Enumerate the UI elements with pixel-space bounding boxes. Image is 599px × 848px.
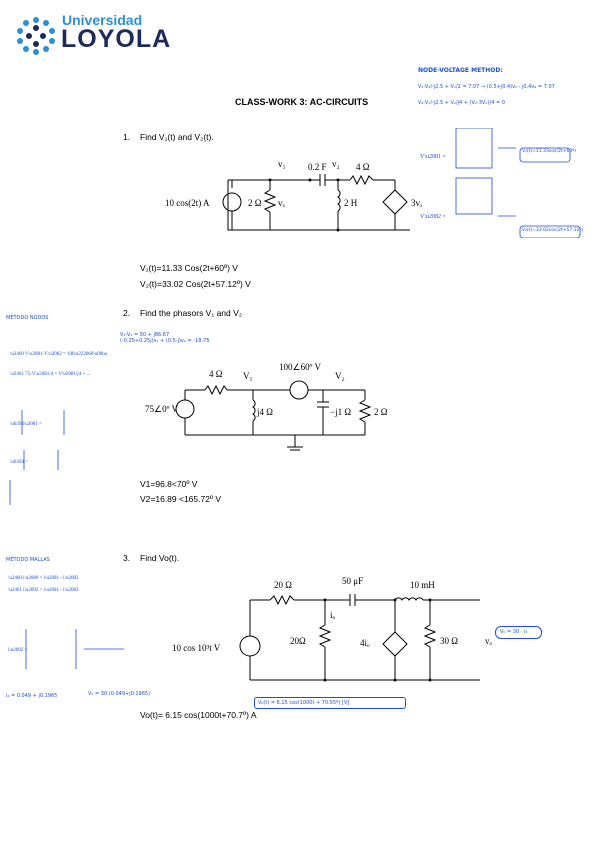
q1-vx-label: vₓ bbox=[278, 198, 286, 208]
q3-l-label: 10 mH bbox=[410, 580, 435, 590]
q3-vo-note: V₀ = 30 · i₃ bbox=[495, 626, 542, 639]
q2-eq2: (-0.25+0.25j)v₁ + (0.5-j)v₂ = -18.75 bbox=[120, 338, 210, 344]
svg-text:i\u2082 =: i\u2082 = bbox=[8, 648, 28, 653]
q3-r1-label: 20 Ω bbox=[274, 580, 292, 590]
q2-method-title: MÉTODO NODOS bbox=[6, 315, 49, 321]
q1-number: 1. bbox=[123, 132, 131, 142]
q3-c-label: 50 μF bbox=[342, 576, 363, 586]
q3-i2: i₂ = 0.049 + j0.1965 bbox=[6, 693, 58, 699]
q3-method-title: MÉTODO MALLAS bbox=[6, 557, 50, 563]
q3-vo-note-text: V₀ = 30 · i₃ bbox=[500, 629, 528, 635]
q3-number: 3. bbox=[123, 553, 131, 563]
q2-v2-label: V₂ bbox=[335, 371, 345, 381]
nv-eq1: V₁-V₂/-j2.5 + V₁/2 = 7.07 → (0.5+j0.4)v₁… bbox=[418, 84, 555, 90]
svg-text:V\u2081 =: V\u2081 = bbox=[420, 154, 447, 160]
q2-r1-label: 4 Ω bbox=[209, 369, 223, 379]
q1-v1-label: v₁ bbox=[278, 159, 286, 169]
q2-zl-label: j4 Ω bbox=[256, 407, 273, 417]
q2-answer1: V1=96.8<70º V bbox=[140, 479, 198, 489]
q1-answer2: V₂(t)=33.02 Cos(2t+57.12º) V bbox=[140, 279, 251, 289]
q2-eq-notes: V₁-V₂ = 50 + j86.67 (-0.25+0.25j)v₁ + (0… bbox=[120, 332, 270, 344]
q1-dep-label: 3vₓ bbox=[411, 198, 422, 208]
q1-l-label: 2 H bbox=[344, 198, 358, 208]
q3-box-text: V₀(t) = 6.15 cos(1000t + 70.55º) [V] bbox=[258, 700, 350, 706]
page-title: CLASS-WORK 3: AC-CIRCUITS bbox=[235, 97, 369, 107]
nv-v1-result: V₁(t)=11.33cos(2t+60º) bbox=[522, 149, 577, 154]
q2-zc-label: −j1 Ω bbox=[330, 407, 351, 417]
q2-v1-label: V₁ bbox=[243, 371, 253, 381]
q1-v2-label: v₂ bbox=[332, 159, 340, 169]
q2-eq1: V₁-V₂ = 50 + j86.67 bbox=[120, 332, 170, 338]
q3-vo-label: vₒ bbox=[485, 636, 493, 646]
logo-line1: Universidad bbox=[62, 12, 143, 28]
q3-vo-calc: V₀ = 30·(0.049+j0.1965) bbox=[88, 691, 151, 697]
q1-circuit: 10 cos(2t) A 0.2 F 4 Ω 2 Ω 2 H 3vₓ v₁ v₂… bbox=[165, 159, 422, 232]
svg-text:\u2460 i\u2080 = i\u2081 - i\u: \u2460 i\u2080 = i\u2081 - i\u2082 bbox=[8, 576, 79, 581]
svg-text:V\u2082 =: V\u2082 = bbox=[420, 214, 447, 220]
q3-r2-label: 20Ω bbox=[290, 636, 306, 646]
q3-dep-label: 4iₒ bbox=[360, 638, 370, 648]
logo-emblem-icon bbox=[17, 17, 55, 55]
q3-circuit: 20 Ω 50 μF 10 mH 20Ω 4iₒ 30 Ω iₒ vₒ bbox=[239, 576, 493, 682]
q1-r2-label: 4 Ω bbox=[356, 162, 370, 172]
q2-vsrc-label: 100∠60º V bbox=[279, 362, 321, 372]
q3-answer: Vo(t)= 6.15 cos(1000t+70.7º) A bbox=[140, 710, 257, 720]
q1-c-label: 0.2 F bbox=[308, 162, 327, 172]
q2-question: Find the phasors V₁ and V₂ bbox=[140, 308, 243, 318]
q3-r3-label: 30 Ω bbox=[440, 636, 458, 646]
svg-text:\u2461 75-V\u2081/4 = V\u2081/: \u2461 75-V\u2081/4 = V\u2081/j4 + ... bbox=[10, 372, 90, 377]
q3-question: Find Vo(t). bbox=[140, 553, 180, 563]
q1-question: Find V₁(t) and V₂(t). bbox=[140, 132, 214, 142]
q2-number: 2. bbox=[123, 308, 131, 318]
svg-text:\u0394 =: \u0394 = bbox=[10, 460, 28, 465]
q2-r2-label: 2 Ω bbox=[374, 407, 388, 417]
q2-src-label: 75∠0º V bbox=[145, 404, 178, 414]
logo-line2: LOYOLA bbox=[61, 25, 172, 53]
q1-src-label: 10 cos(2t) A bbox=[165, 198, 210, 208]
q3-io-label: iₒ bbox=[330, 610, 336, 620]
svg-text:\u2460 V\u2081-V\u2082 = 100\u: \u2460 V\u2081-V\u2082 = 100\u222060\u00… bbox=[10, 352, 108, 357]
q3-result-box: V₀(t) = 6.15 cos(1000t + 70.55º) [V] bbox=[254, 697, 406, 709]
q2-answer2: V2=16.89 <165.72º V bbox=[140, 494, 222, 504]
university-logo: Universidad LOYOLA bbox=[14, 10, 184, 62]
svg-text:\u0394\u2081 =: \u0394\u2081 = bbox=[10, 422, 42, 427]
q2-circuit: 75∠0º V 4 Ω 100∠60º V j4 Ω −j1 Ω 2 Ω V₁ … bbox=[145, 362, 388, 451]
nv-v2-result: V₂(t)=33.02cos(2t+57.12º) bbox=[522, 228, 584, 233]
q1-r1-label: 2 Ω bbox=[248, 198, 262, 208]
q3-notes: MÉTODO MALLAS \u2460 i\u2080 = i\u2081 -… bbox=[6, 557, 156, 707]
node-voltage-notes: NODE-VOLTAGE METHOD: V₁-V₂/-j2.5 + V₁/2 … bbox=[418, 68, 596, 248]
svg-text:\u2461 i\u2092 = i\u2081 - i\u: \u2461 i\u2092 = i\u2081 - i\u2082 bbox=[8, 588, 79, 593]
nv-title: NODE-VOLTAGE METHOD: bbox=[418, 67, 503, 74]
nv-eq2: V₂-V₁/-j2.5 + V₂/j4 + (V₂-3Vₓ)/4 = 0 bbox=[418, 100, 505, 106]
q2-notes: MÉTODO NODOS \u0394\u2081 = \u0394 = \u24… bbox=[6, 315, 116, 515]
q1-answer1: V₁(t)=11.33 Cos(2t+60º) V bbox=[140, 263, 238, 273]
q3-src-label: 10 cos 10³t V bbox=[172, 643, 221, 653]
